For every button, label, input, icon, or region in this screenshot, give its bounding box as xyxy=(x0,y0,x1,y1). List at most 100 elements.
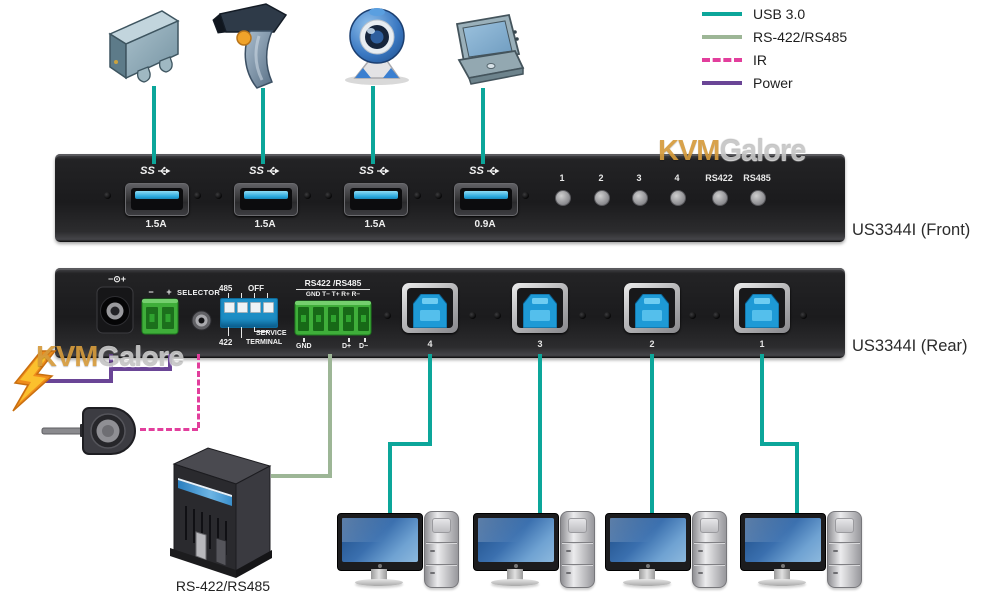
tower-seam xyxy=(829,542,860,543)
dip-422-label: 422 xyxy=(219,338,233,347)
tower-vent xyxy=(698,550,703,552)
led-label-2: 2 xyxy=(598,173,604,183)
tower-drive-bay xyxy=(835,518,854,533)
dc-polarity-symbol: −⊙+ xyxy=(107,274,127,284)
power-line xyxy=(168,354,172,371)
screen-gloss xyxy=(610,518,686,543)
dip-485-label: 485 xyxy=(219,284,233,293)
dip-off-label: OFF xyxy=(248,284,264,293)
usb-b-port-1 xyxy=(734,283,790,333)
usb3-line-swatch xyxy=(702,11,742,16)
touch-terminal-icon xyxy=(455,13,525,85)
tower-vent xyxy=(566,550,571,552)
dip-switch-4 xyxy=(263,302,274,313)
tower-vent xyxy=(698,572,703,574)
monitor-logo-dot xyxy=(514,564,518,568)
led-label-4: 4 xyxy=(674,173,680,183)
screw-hole xyxy=(304,192,311,199)
screen-gloss xyxy=(478,518,554,543)
rear-panel-title: US3344I (Rear) xyxy=(852,337,968,355)
port2-amp-label: 1.5A xyxy=(254,219,276,230)
usb-line-computer-1 xyxy=(760,442,799,446)
usb-line-computer-4 xyxy=(388,442,432,446)
monitor-base xyxy=(758,579,806,586)
screw-hole xyxy=(194,192,201,199)
tower-vent xyxy=(833,550,838,552)
tower-seam xyxy=(694,564,725,565)
monitor-base xyxy=(355,579,403,586)
screw-hole xyxy=(215,192,222,199)
led-indicator-3 xyxy=(632,190,648,206)
screw-hole xyxy=(522,192,529,199)
rs422-line xyxy=(328,354,332,478)
computer-tower xyxy=(560,511,595,588)
computer-tower xyxy=(424,511,459,588)
usb-line-peripheral-1 xyxy=(152,86,156,164)
usb-trident-icon xyxy=(376,166,390,175)
screw-hole xyxy=(689,312,696,319)
led-label-rs485: RS485 xyxy=(743,173,771,183)
dip-switch-2 xyxy=(237,302,248,313)
screw-hole xyxy=(579,312,586,319)
legend-label-rs422: RS-422/RS485 xyxy=(753,28,848,45)
watermark-galore: Galore xyxy=(97,341,184,373)
tower-vent xyxy=(833,572,838,574)
usb-line-computer-2 xyxy=(650,354,654,513)
port1-amp-label: 1.5A xyxy=(145,219,167,230)
screw-hole xyxy=(800,312,807,319)
screw-hole xyxy=(713,312,720,319)
dip-bracket-line xyxy=(241,327,242,338)
usb-a-slot xyxy=(460,188,512,210)
watermark-kvm: KVM xyxy=(36,341,98,373)
usb-b-socket xyxy=(517,288,563,328)
led-indicator-rs485 xyxy=(750,190,766,206)
monitor-logo-dot xyxy=(378,564,382,568)
usb-line-peripheral-2 xyxy=(261,88,265,164)
usb-b-number-1: 1 xyxy=(759,339,765,349)
ir-line-swatch xyxy=(702,57,742,62)
usb-trident-icon xyxy=(266,166,280,175)
monitor-screen xyxy=(745,518,821,562)
led-indicator-rs422 xyxy=(712,190,728,206)
rs422-line-swatch xyxy=(702,34,742,39)
usb-b-port-4 xyxy=(402,283,458,333)
monitor-logo-dot xyxy=(646,564,650,568)
legend-row-usb3: USB 3.0 xyxy=(702,2,847,25)
ss-logo-text: SS xyxy=(249,165,264,177)
monitor-base xyxy=(491,579,539,586)
dip-bracket-line xyxy=(241,293,242,298)
front-panel-title: US3344I (Front) xyxy=(852,221,971,239)
usb-a-blue-tab xyxy=(135,191,179,199)
kvmgalore-watermark: KVMGalore xyxy=(36,341,184,374)
desktop-computer-1 xyxy=(337,505,462,591)
rs-gnd-label: GND xyxy=(296,343,312,350)
port3-amp-label: 1.5A xyxy=(364,219,386,230)
selector-jack xyxy=(191,310,212,331)
screw-hole xyxy=(604,312,611,319)
rs-terminal-pins-label: GND T− T+ R+ R− xyxy=(305,291,361,298)
led-label-1: 1 xyxy=(559,173,565,183)
webcam-icon xyxy=(345,8,409,85)
ss-logo-text: SS xyxy=(359,165,374,177)
usb-a-port-4 xyxy=(454,183,518,216)
pin-tick xyxy=(303,338,305,342)
usb-b-socket xyxy=(407,288,453,328)
tower-vent xyxy=(430,550,435,552)
computer-tower xyxy=(827,511,862,588)
desktop-computer-2 xyxy=(473,505,598,591)
dip-bracket-line xyxy=(254,327,255,332)
usb-b-connector xyxy=(635,294,669,328)
monitor-logo-dot xyxy=(781,564,785,568)
tower-drive-bay xyxy=(568,518,587,533)
terminal-plus-label: + xyxy=(166,287,172,297)
legend-row-power: Power xyxy=(702,71,847,94)
usb-b-connector xyxy=(413,294,447,328)
port4-amp-label: 0.9A xyxy=(474,219,496,230)
usb-b-number-2: 2 xyxy=(649,339,655,349)
usb-trident-icon xyxy=(157,166,171,175)
dip-switch-1 xyxy=(224,302,235,313)
rs-dplus-label: D+ xyxy=(342,343,352,350)
usb-a-slot xyxy=(350,188,402,210)
screw-hole xyxy=(435,192,442,199)
